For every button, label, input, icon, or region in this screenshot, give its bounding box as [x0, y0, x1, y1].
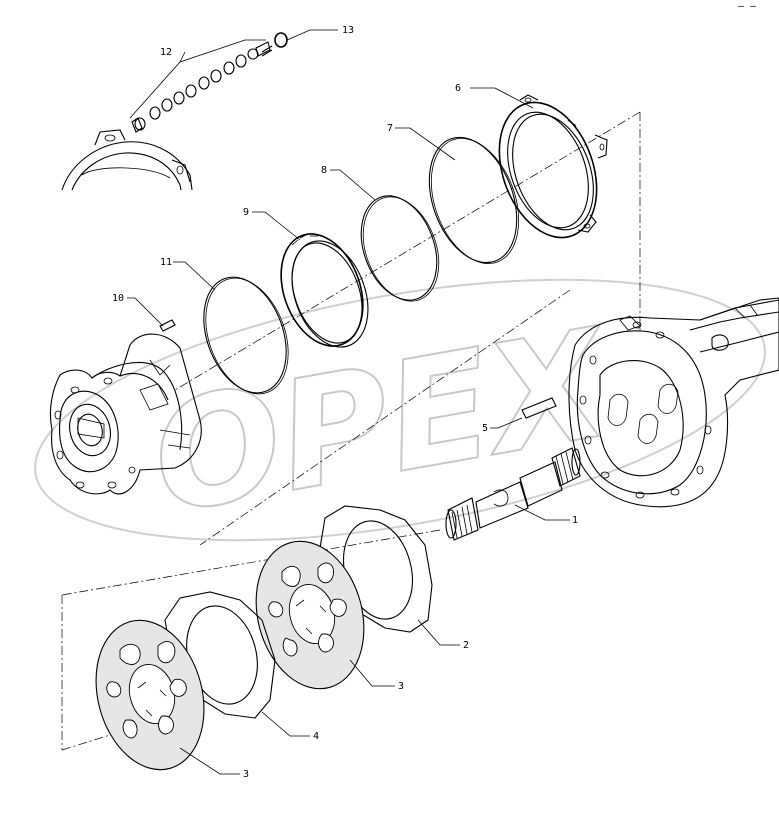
axis-lines [61, 111, 641, 751]
part-12-roller-stack [131, 41, 273, 133]
callout-8: 8 [321, 165, 327, 176]
leader-lines [127, 29, 570, 775]
callout-13: 13 [342, 25, 354, 36]
callout-9: 9 [243, 207, 249, 218]
callout-1: 1 [572, 515, 578, 526]
part-5-pin [521, 397, 557, 419]
callout-3a: 3 [398, 681, 404, 692]
right-axle-housing [568, 297, 779, 508]
part-9-piston [280, 233, 369, 348]
part-13-oring [274, 32, 288, 48]
callout-5: 5 [482, 423, 488, 434]
upper-housing-fragment [61, 129, 193, 191]
watermark: OPEX [34, 278, 766, 549]
part-3-friction-disc-lower [95, 619, 205, 771]
callout-7: 7 [387, 123, 393, 134]
corner-mark: – — [738, 1, 757, 12]
left-hub-assembly [49, 333, 202, 495]
watermark-text: OPEX [140, 296, 625, 548]
part-6-pressure-housing [498, 94, 608, 239]
part-1-shaft [445, 447, 581, 541]
callout-10: 10 [112, 293, 124, 304]
part-11-oring [203, 276, 287, 394]
callout-labels: 13 12 6 7 8 9 11 10 5 1 2 3 4 3 [112, 25, 578, 780]
callout-11: 11 [160, 257, 172, 268]
callout-4: 4 [313, 731, 319, 742]
part-3-friction-disc-upper [255, 540, 365, 690]
part-8-oring [360, 195, 438, 301]
callout-3b: 3 [243, 769, 249, 780]
part-10-dowel-pin [159, 319, 176, 332]
callout-12: 12 [160, 47, 172, 58]
callout-2: 2 [463, 640, 469, 651]
callout-6: 6 [455, 83, 461, 94]
part-7-large-oring [428, 136, 518, 264]
